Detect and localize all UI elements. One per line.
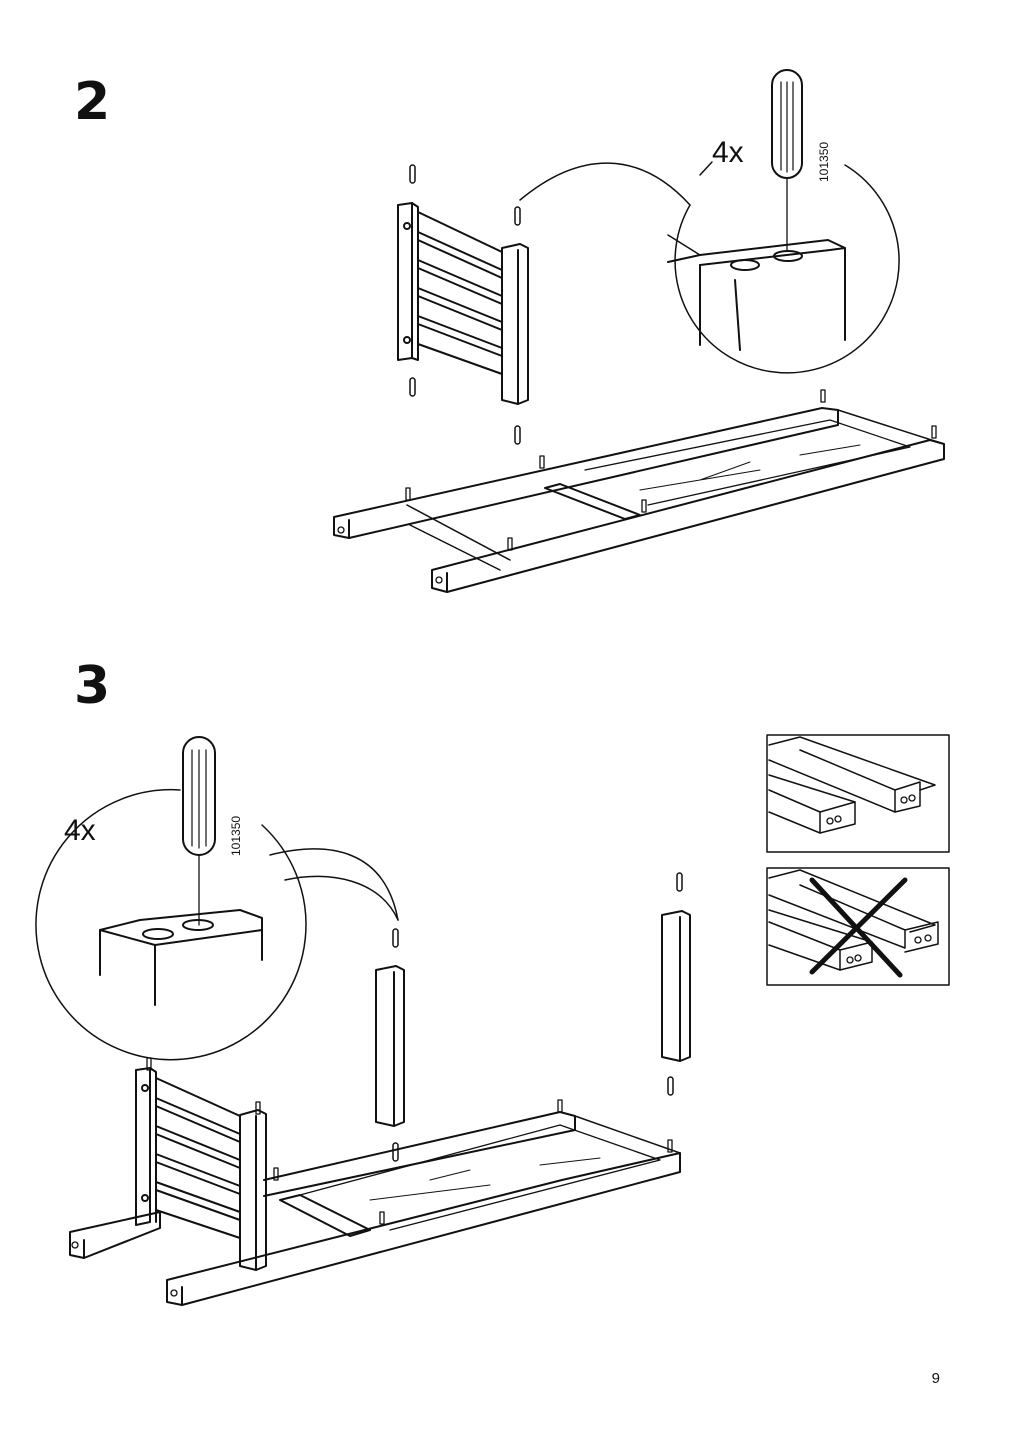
step-3-backrest-panel — [135, 1057, 267, 1271]
dowel-icon — [771, 69, 803, 251]
page-number: 9 — [931, 1370, 940, 1387]
step-3-part-number: 101350 — [229, 816, 243, 856]
step-2-backrest-panel — [397, 202, 529, 405]
step-2-panel-dowels — [409, 164, 521, 445]
step-3-number: 3 — [74, 656, 111, 716]
step-3-leg-dowels — [392, 872, 683, 1162]
step-2-number: 2 — [74, 72, 111, 132]
cross-icon — [809, 877, 908, 978]
step-2-bench-frame — [333, 389, 945, 593]
step-3-illustration: 4x 101350 — [35, 736, 691, 1306]
incorrect-orientation-panel — [766, 867, 950, 986]
step-2-quantity: 4x — [712, 136, 744, 169]
step-3-legs — [375, 910, 691, 1127]
correct-orientation-panel — [766, 734, 950, 853]
step-2-part-number: 101350 — [817, 142, 831, 182]
step-3-quantity: 4x — [64, 814, 96, 847]
step-2-illustration: 4x 101350 — [333, 69, 945, 593]
step-3-bench-frame — [69, 1099, 681, 1306]
step-2-detail-callout: 4x 101350 — [519, 69, 900, 374]
dowel-icon — [182, 736, 216, 926]
step-3-detail-callout: 4x 101350 — [35, 736, 399, 1061]
